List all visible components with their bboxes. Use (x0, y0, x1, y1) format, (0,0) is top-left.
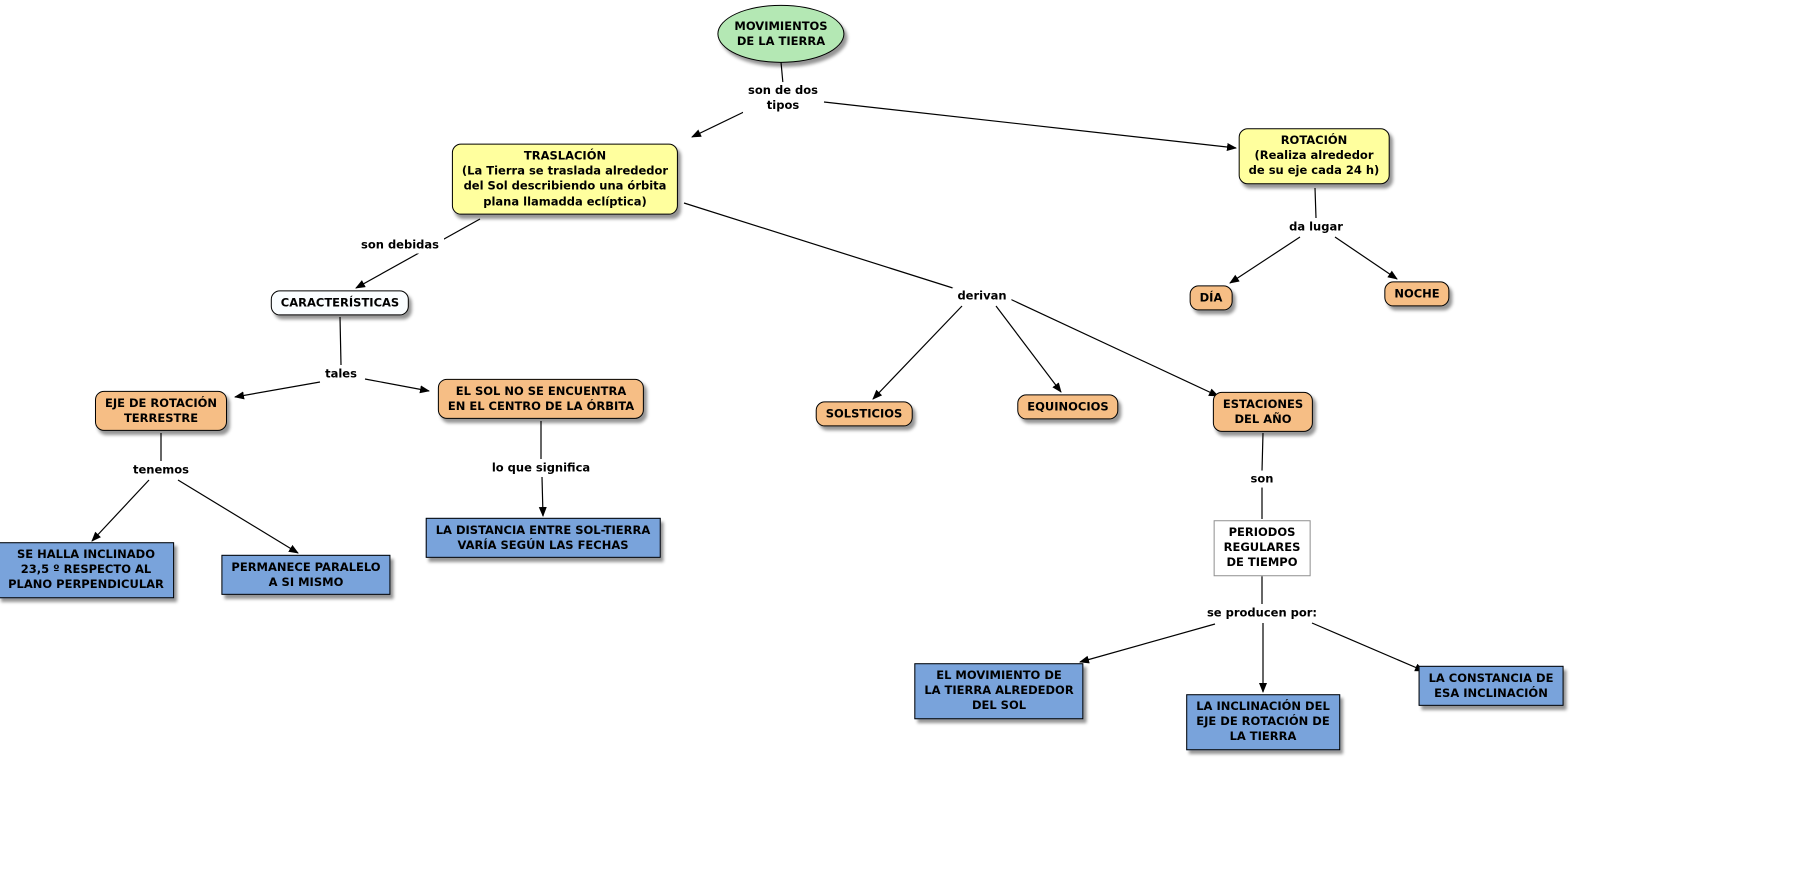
link-son[interactable]: son (1245, 470, 1279, 488)
edge-traslacion-derivan (683, 202, 957, 290)
link-son-de-dos-tipos[interactable]: son de dos tipos (743, 82, 823, 114)
edge-caracteristicas-tales (339, 316, 342, 366)
edge-tenemos-inclinado (91, 479, 150, 542)
link-lo-que-significa[interactable]: lo que significa (486, 459, 596, 477)
edge-derivan-solsticios (872, 305, 963, 400)
edge-producen-constancia (1311, 622, 1425, 672)
node-estaciones[interactable]: ESTACIONES DEL AÑO (1212, 391, 1314, 433)
node-sol-no-centro[interactable]: EL SOL NO SE ENCUENTRA EN EL CENTRO DE L… (437, 378, 645, 420)
edge-tipos-rotacion (823, 101, 1237, 151)
edge-tenemos-paralelo (177, 479, 299, 554)
edge-root-tipos (780, 61, 784, 85)
node-movimientos-tierra[interactable]: MOVIMIENTOS DE LA TIERRA (717, 4, 845, 64)
link-da-lugar[interactable]: da lugar (1284, 218, 1348, 236)
link-son-debidas[interactable]: son debidas (356, 236, 444, 254)
edge-derivan-estaciones (1009, 298, 1219, 397)
node-inclinado-235[interactable]: SE HALLA INCLINADO 23,5 º RESPECTO AL PL… (0, 542, 174, 598)
node-solsticios[interactable]: SOLSTICIOS (815, 401, 913, 427)
edge-dalugar-dia (1229, 236, 1301, 284)
link-tales[interactable]: tales (320, 365, 362, 383)
node-noche[interactable]: NOCHE (1384, 281, 1450, 307)
edge-estaciones-son (1261, 432, 1264, 472)
node-constancia-inclinacion[interactable]: LA CONSTANCIA DE ESA INCLINACIÓN (1418, 665, 1564, 707)
node-traslacion[interactable]: TRASLACIÓN (La Tierra se traslada alrede… (451, 143, 679, 215)
link-derivan[interactable]: derivan (952, 287, 1012, 305)
node-dia[interactable]: DÍA (1189, 285, 1233, 311)
edge-significa-distancia (538, 476, 547, 517)
node-movimiento-alrededor-sol[interactable]: EL MOVIMIENTO DE LA TIERRA ALREDEDOR DEL… (914, 663, 1084, 719)
node-distancia-sol-tierra[interactable]: LA DISTANCIA ENTRE SOL-TIERRA VARÍA SEGÚ… (425, 517, 661, 559)
node-inclinacion-eje[interactable]: LA INCLINACIÓN DEL EJE DE ROTACIÓN DE LA… (1186, 694, 1340, 750)
node-eje-rotacion[interactable]: EJE DE ROTACIÓN TERRESTRE (94, 390, 228, 432)
link-tenemos[interactable]: tenemos (127, 461, 195, 479)
edge-producen-movimiento (1079, 623, 1216, 664)
edge-tales-eje (234, 381, 321, 400)
edge-tales-sol (364, 378, 430, 394)
edge-derivan-equinocios (995, 305, 1062, 393)
node-caracteristicas[interactable]: CARACTERÍSTICAS (270, 290, 410, 316)
node-paralelo[interactable]: PERMANECE PARALELO A SI MISMO (221, 554, 391, 596)
edge-rotacion-dalugar (1314, 187, 1317, 219)
link-se-producen-por[interactable]: se producen por: (1201, 604, 1323, 622)
edge-traslacion-caracteristicas (355, 218, 481, 289)
node-equinocios[interactable]: EQUINOCIOS (1017, 394, 1119, 420)
node-periodos[interactable]: PERIODOS REGULARES DE TIEMPO (1213, 520, 1311, 576)
node-rotacion[interactable]: ROTACIÓN (Realiza alrededor de su eje ca… (1238, 128, 1390, 184)
edge-tipos-traslacion (691, 108, 751, 138)
edge-dalugar-noche (1334, 236, 1398, 280)
